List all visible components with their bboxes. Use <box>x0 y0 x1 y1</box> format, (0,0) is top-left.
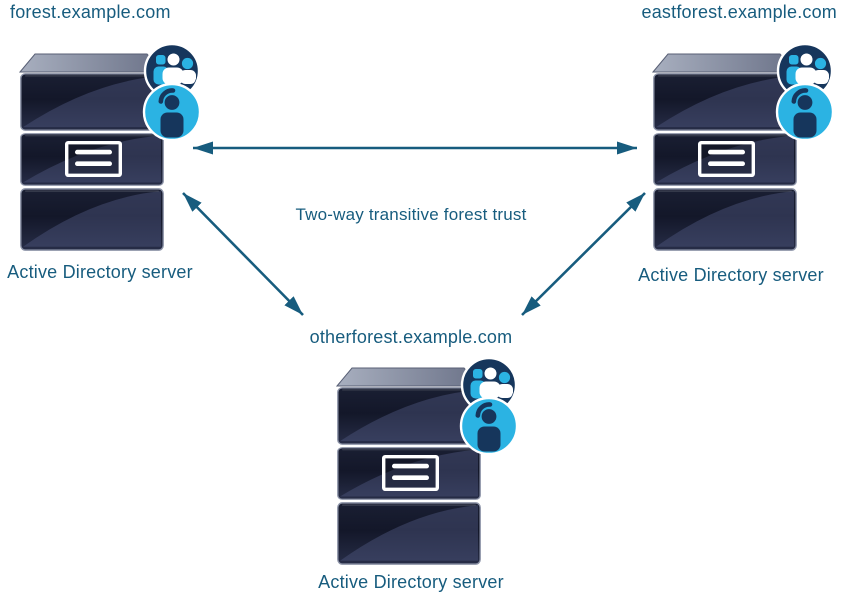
trust-label: Two-way transitive forest trust <box>295 205 527 224</box>
server-caption: Active Directory server <box>638 265 824 285</box>
eastforest-domain-label: eastforest.example.com <box>641 2 837 22</box>
users-badge-icon <box>144 44 200 140</box>
ad-server-icon <box>643 43 835 255</box>
node-forest: forest.example.com Active Directory serv… <box>0 0 212 292</box>
trust-arrow-forest-otherforest <box>182 192 304 316</box>
users-badge-icon <box>777 44 833 140</box>
server-caption: Active Directory server <box>318 572 504 592</box>
users-badge-icon <box>461 358 517 454</box>
server-caption: Active Directory server <box>7 262 193 282</box>
otherforest-domain-label: otherforest.example.com <box>309 327 513 347</box>
node-otherforest: otherforest.example.com Active Directory… <box>300 325 522 611</box>
ad-server-icon <box>10 43 202 255</box>
ad-server-icon <box>327 357 519 569</box>
trust-arrow-eastforest-otherforest <box>521 192 646 316</box>
node-eastforest: eastforest.example.com Active Directory … <box>630 0 842 292</box>
forest-domain-label: forest.example.com <box>10 2 171 22</box>
